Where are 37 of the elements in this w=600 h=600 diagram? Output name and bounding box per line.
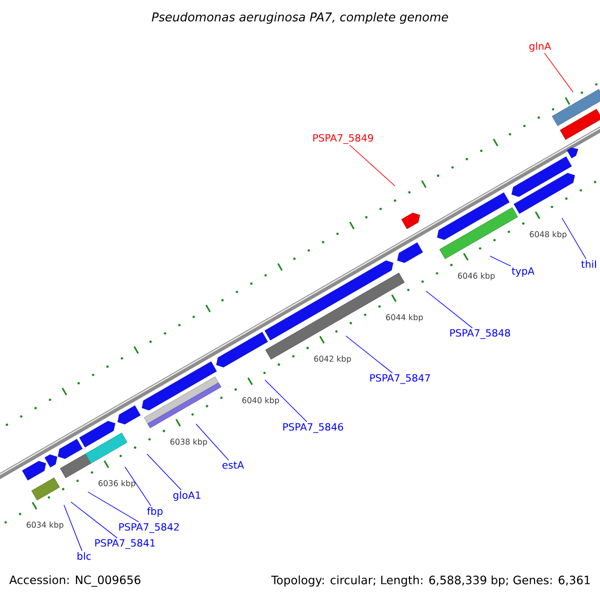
gene-label: blc [78, 552, 91, 560]
gene-label: PSPA7_5848 [450, 329, 510, 339]
footer-text: Topology: circular; Length: 6,588,339 bp; Genes: 6,361 [271, 575, 590, 587]
title: Pseudomonas aeruginosa PA7, complete genome [152, 12, 448, 24]
tick-label: 6034 kbp [26, 522, 64, 530]
leader-line [88, 492, 140, 522]
gene-label: PSPA7_5849 [313, 134, 374, 144]
gene-label: PSPA7_5846 [283, 423, 344, 433]
tick-label: 6044 kbp [386, 314, 423, 322]
gene-label: PSPA7_5842 [119, 523, 179, 533]
tick-label: 6046 kbp [458, 272, 495, 280]
gene-label: glnA [529, 42, 552, 52]
leader-line [562, 218, 586, 260]
leader-line [544, 52, 574, 92]
leader-line [490, 256, 512, 266]
gene-label: PSPA7_5841 [95, 539, 155, 549]
gene-label: gloA1 [173, 491, 200, 501]
leader-line [346, 336, 393, 374]
gene-label: estA [222, 461, 244, 469]
tick-label: 6036 kbp [98, 480, 136, 488]
leader-line [70, 502, 118, 538]
leader-line [264, 380, 308, 422]
gene-label: typA [512, 267, 534, 277]
gene-label: PSPA7_5847 [370, 374, 430, 384]
leader-line [426, 290, 473, 328]
gene-label: thiI [581, 260, 596, 268]
leader-line [146, 454, 182, 490]
footer-text: Accession: NC_009656 [9, 575, 140, 587]
tick-label: 6038 kbp [170, 438, 208, 446]
leader-line [349, 144, 396, 186]
tick-label: 6048 kbp [530, 231, 566, 239]
gene-label: fbp [147, 507, 163, 517]
tick-label: 6040 kbp [242, 397, 279, 405]
leader-line [64, 504, 82, 552]
tick-label: 6042 kbp [314, 356, 351, 364]
leader-line [196, 424, 229, 460]
leader-line [124, 466, 152, 506]
